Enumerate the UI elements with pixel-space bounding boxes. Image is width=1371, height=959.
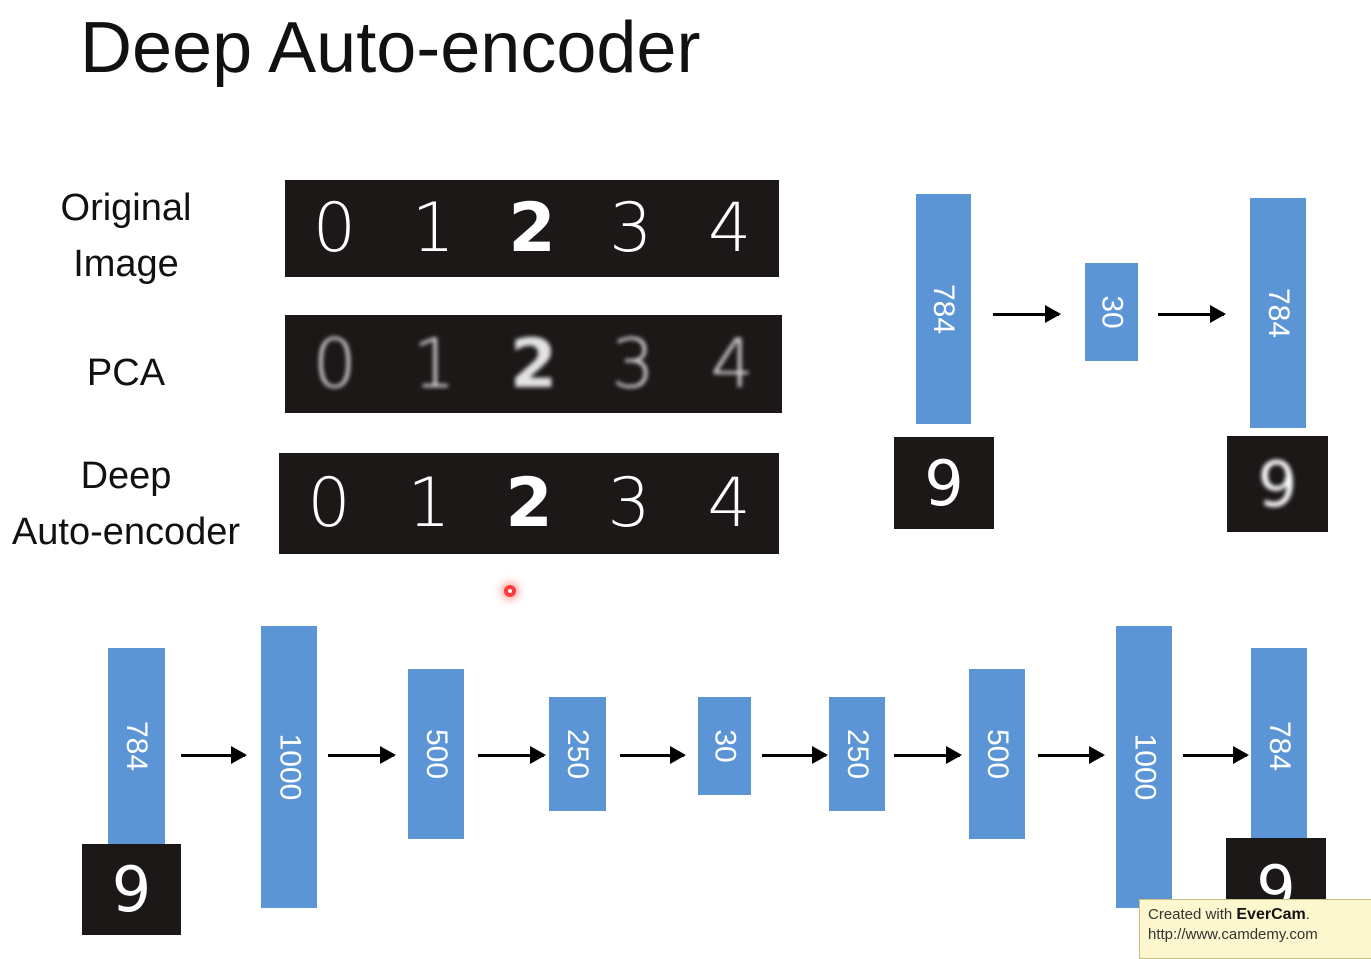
digit-image: 0 <box>307 464 351 543</box>
deep-layer-3: 500 <box>408 669 464 839</box>
digit-image: 3 <box>607 464 651 543</box>
pca-input-digit-image: 9 <box>894 437 994 529</box>
watermark-prefix: Created with <box>1148 906 1237 923</box>
layer-size-label: 1000 <box>1128 733 1161 801</box>
digit-image: 1 <box>411 189 455 268</box>
row-label-line: PCA <box>86 352 166 394</box>
pca-image-strip: 0 1 2 3 4 <box>285 315 782 413</box>
watermark-suffix: . <box>1305 906 1310 923</box>
layer-size-label: 30 <box>1095 295 1129 329</box>
row-label-deep-autoencoder: Deep Auto-encoder <box>0 448 256 560</box>
digit-image: 0 <box>312 189 357 268</box>
layer-size-label: 500 <box>420 728 453 780</box>
digit-image: 2 <box>509 324 558 404</box>
row-label-line: Auto-encoder <box>11 511 241 553</box>
arrow-icon <box>993 305 1061 323</box>
layer-size-label: 784 <box>1263 720 1296 772</box>
deep-layer-4: 250 <box>549 697 606 811</box>
deep-layer-9: 784 <box>1251 648 1307 844</box>
watermark-brand: EverCam <box>1236 906 1306 923</box>
arrow-icon <box>328 746 396 764</box>
arrow-icon <box>478 746 546 764</box>
deep-layer-7: 500 <box>969 669 1025 839</box>
watermark-line: Created with EverCam. <box>1148 905 1370 925</box>
layer-size-label: 30 <box>708 729 742 763</box>
arrow-icon <box>181 746 247 764</box>
arrow-icon <box>762 746 828 764</box>
slide-title: Deep Auto-encoder <box>80 8 701 88</box>
row-label-original: Original Image <box>0 180 256 292</box>
pca-layer-output: 784 <box>1250 198 1306 428</box>
layer-size-label: 784 <box>927 283 961 335</box>
deep-autoencoder-image-strip: 0 1 2 3 4 <box>279 453 779 554</box>
arrow-icon <box>1038 746 1105 764</box>
digit-image: 1 <box>407 464 451 543</box>
deep-layer-1: 784 <box>108 648 165 844</box>
digit-image: 4 <box>707 189 752 268</box>
digit-image: 3 <box>609 189 653 268</box>
digit-image: 4 <box>707 464 751 543</box>
digit-image: 3 <box>611 324 655 404</box>
layer-size-label: 784 <box>1262 287 1295 339</box>
row-label-pca: PCA <box>0 345 256 401</box>
layer-size-label: 500 <box>981 728 1014 780</box>
layer-size-label: 250 <box>841 728 874 780</box>
layer-size-label: 784 <box>120 720 154 772</box>
digit-image: 2 <box>505 464 553 543</box>
pca-layer-input: 784 <box>916 194 971 424</box>
digit-glyph: 9 <box>924 446 964 520</box>
deep-layer-5-code: 30 <box>698 697 751 795</box>
pca-output-digit-image: 9 <box>1227 436 1328 532</box>
arrow-icon <box>894 746 962 764</box>
arrow-icon <box>1158 305 1226 323</box>
digit-image: 1 <box>412 324 456 404</box>
original-image-strip: 0 1 2 3 4 <box>285 180 779 277</box>
arrow-icon <box>1183 746 1249 764</box>
deep-layer-2: 1000 <box>261 626 317 908</box>
pca-layer-code: 30 <box>1085 263 1138 361</box>
laser-pointer-dot <box>504 585 516 597</box>
layer-size-label: 1000 <box>273 733 306 801</box>
digit-glyph: 9 <box>1257 447 1298 521</box>
deep-layer-8: 1000 <box>1116 626 1172 908</box>
deep-input-digit-image: 9 <box>82 844 181 935</box>
row-label-line: Image <box>73 243 179 285</box>
row-label-line: Deep <box>80 455 172 497</box>
digit-image: 4 <box>710 324 754 404</box>
arrow-icon <box>620 746 686 764</box>
layer-size-label: 250 <box>561 728 595 780</box>
digit-glyph: 9 <box>111 853 152 926</box>
deep-layer-6: 250 <box>829 697 885 811</box>
digit-image: 2 <box>508 189 556 268</box>
row-label-line: Original <box>60 187 192 229</box>
watermark-url: http://www.camdemy.com <box>1148 926 1318 943</box>
digit-image: 0 <box>313 324 357 404</box>
evercam-watermark: Created with EverCam. http://www.camdemy… <box>1139 899 1371 959</box>
